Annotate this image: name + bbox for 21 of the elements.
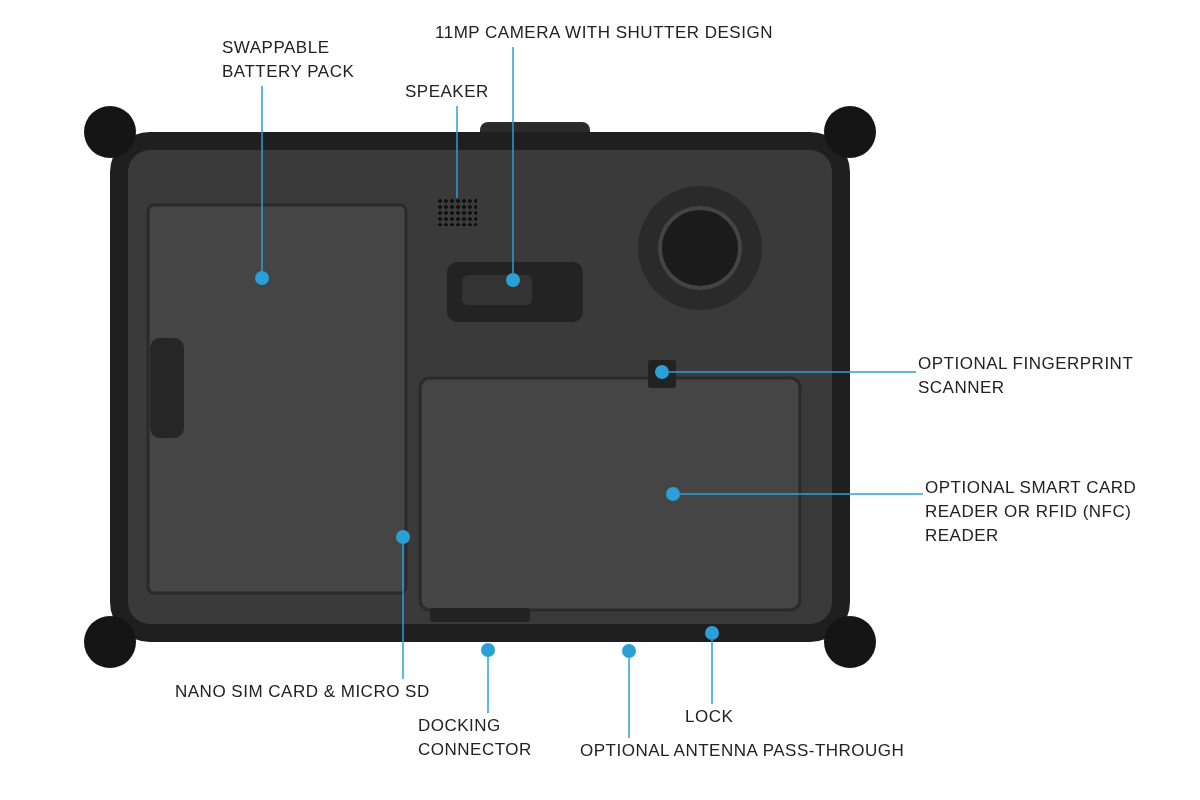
leader-line xyxy=(711,639,713,705)
speaker-grille xyxy=(437,198,477,226)
callout-label: SWAPPABLE BATTERY PACK xyxy=(222,36,372,84)
callout-label: NANO SIM CARD & MICRO SD xyxy=(175,680,475,704)
leader-line xyxy=(402,543,404,680)
callout-label: OPTIONAL ANTENNA PASS-THROUGH xyxy=(580,739,950,763)
callout-label: OPTIONAL FINGERPRINT SCANNER xyxy=(918,352,1193,400)
leader-line xyxy=(261,85,263,272)
callout-label: LOCK xyxy=(685,705,765,729)
callout-label: OPTIONAL SMART CARD READER OR RFID (NFC) READER xyxy=(925,476,1175,548)
leader-line xyxy=(628,657,630,739)
leader-line xyxy=(512,46,514,274)
leader-line xyxy=(487,656,489,714)
callout-label: DOCKING CONNECTOR xyxy=(418,714,538,762)
leader-line xyxy=(679,493,924,495)
leader-line xyxy=(668,371,917,373)
callout-label: 11MP CAMERA WITH SHUTTER DESIGN xyxy=(435,21,825,45)
callout-label: SPEAKER xyxy=(405,80,495,104)
marker-dot xyxy=(481,643,495,657)
leader-line xyxy=(456,105,458,199)
marker-dot xyxy=(622,644,636,658)
